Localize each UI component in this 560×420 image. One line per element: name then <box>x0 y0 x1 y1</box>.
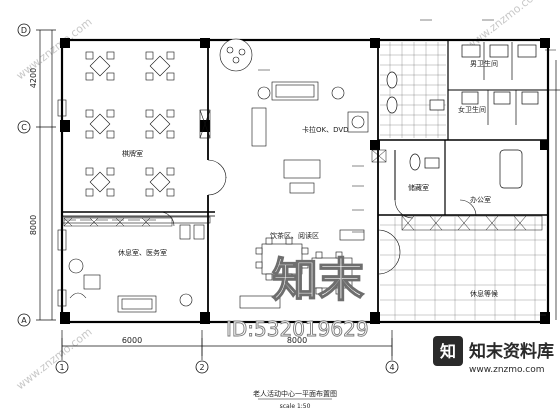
room-label-storage: 储藏室 <box>408 183 429 192</box>
diag-watermark-3: www.znzmo.com <box>14 325 95 392</box>
site-logo-watermark: 知 知末资料库 www.znzmo.com <box>433 336 554 375</box>
dimension-values: 4200 8000 6000 8000 <box>29 68 307 345</box>
diag-watermark-2: www.znzmo.com <box>464 0 545 52</box>
drawing-scale: scale 1:50 <box>280 403 311 410</box>
axis-marker-d <box>17 23 31 37</box>
door-swings <box>159 159 477 275</box>
dim-8000-horizontal: 8000 <box>287 336 307 345</box>
axis-markers <box>17 23 399 374</box>
leader-ticks <box>258 19 556 233</box>
ktv-furniture <box>219 38 369 194</box>
room-labels: 棋牌室 卡拉OK、DVD 休息室、医务室 饮茶区、阅读区 储藏室 办公室 男卫生… <box>118 59 498 298</box>
axis-label-c: C <box>21 123 27 132</box>
room-label-ktv: 卡拉OK、DVD <box>302 125 349 134</box>
room-label-female-wc: 女卫生间 <box>458 105 486 114</box>
restroom-fixtures <box>386 42 539 189</box>
dimension-lines <box>36 29 560 360</box>
room-label-hall: 休息等候 <box>470 289 498 298</box>
lounge-furniture <box>68 224 205 313</box>
axis-marker-2 <box>195 360 209 374</box>
axis-marker-c <box>17 120 31 134</box>
structural-columns <box>60 38 550 324</box>
axis-label-2: 2 <box>199 363 204 372</box>
windows <box>57 99 211 307</box>
room-label-dining: 饮茶区、阅读区 <box>270 231 319 240</box>
drawing-title: 老人活动中心一平面布置图 <box>253 389 337 398</box>
dim-6000: 6000 <box>122 336 142 345</box>
axis-marker-1 <box>55 360 69 374</box>
dim-4200: 4200 <box>29 68 38 88</box>
site-url: www.znzmo.com <box>469 365 544 375</box>
tile-hatching <box>380 42 546 320</box>
axis-label-d: D <box>21 26 27 35</box>
watermark-id: ID:532019629 <box>226 317 369 341</box>
logo-mark-icon <box>433 336 463 366</box>
shelving <box>63 149 543 231</box>
axis-label-1: 1 <box>59 363 64 372</box>
room-label-male-wc: 男卫生间 <box>470 59 498 68</box>
watermark-brand: 知末 <box>272 253 364 307</box>
axis-labels: D C A 1 2 4 <box>21 26 395 372</box>
axis-marker-a <box>17 313 31 327</box>
room-label-chess: 棋牌室 <box>122 149 143 158</box>
chess-room-tables <box>85 51 175 197</box>
dim-8000-vertical: 8000 <box>29 215 38 235</box>
dining-furniture <box>239 229 365 309</box>
svg-text:知: 知 <box>440 342 456 361</box>
room-label-lounge: 休息室、医务室 <box>118 248 167 257</box>
axis-label-4: 4 <box>389 363 394 372</box>
walls <box>60 38 550 324</box>
axis-marker-4 <box>385 360 399 374</box>
site-name-cn: 知末资料库 <box>468 341 554 362</box>
axis-label-a: A <box>21 316 27 325</box>
room-label-office: 办公室 <box>470 195 491 204</box>
